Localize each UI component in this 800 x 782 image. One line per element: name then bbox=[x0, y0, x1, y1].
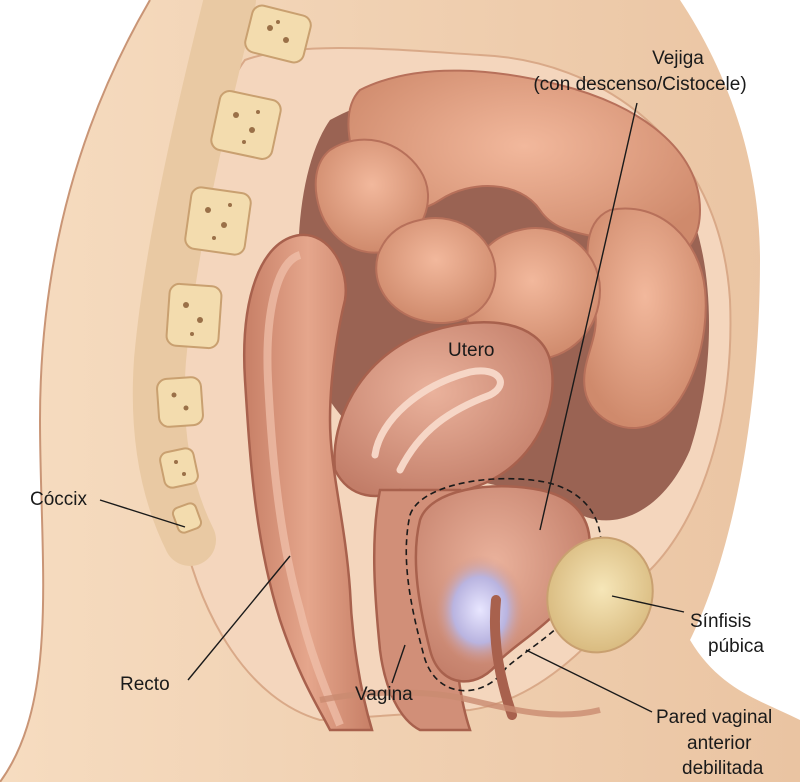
bladder-glow bbox=[435, 555, 525, 665]
rectum bbox=[243, 233, 374, 732]
label-sinfisis: Sínfisis bbox=[690, 611, 751, 632]
label-utero: Utero bbox=[448, 340, 494, 361]
pelvic-floor bbox=[319, 689, 601, 718]
pubic-symphysis bbox=[546, 536, 654, 654]
uterine-cavity bbox=[371, 367, 504, 474]
label-vejiga: Vejiga bbox=[652, 48, 704, 69]
label-recto: Recto bbox=[120, 674, 170, 695]
label-vejiga-detail: (con descenso/Cistocele) bbox=[533, 74, 746, 95]
anterior-vaginal-wall bbox=[489, 595, 517, 720]
leader-vejiga bbox=[539, 102, 638, 531]
leader-sinfisis bbox=[611, 595, 685, 613]
leader-recto bbox=[187, 555, 291, 681]
bladder-dashed-outline bbox=[405, 477, 602, 692]
small-intestine bbox=[314, 69, 707, 430]
rectum-inner bbox=[263, 251, 344, 727]
label-coccix: Cóccix bbox=[30, 489, 88, 510]
leader-coccix bbox=[99, 499, 186, 528]
leader-vagina bbox=[391, 644, 406, 684]
label-pared: Pared vaginal bbox=[656, 707, 772, 728]
label-sinfisis-detail: púbica bbox=[708, 636, 764, 657]
label-pared-detail-1: anterior bbox=[687, 733, 752, 754]
body-back-edge bbox=[0, 0, 151, 782]
label-vagina: Vagina bbox=[355, 684, 413, 705]
label-pared-detail-2: debilitada bbox=[682, 758, 764, 779]
leader-pared bbox=[525, 649, 653, 713]
spine bbox=[132, 0, 312, 566]
